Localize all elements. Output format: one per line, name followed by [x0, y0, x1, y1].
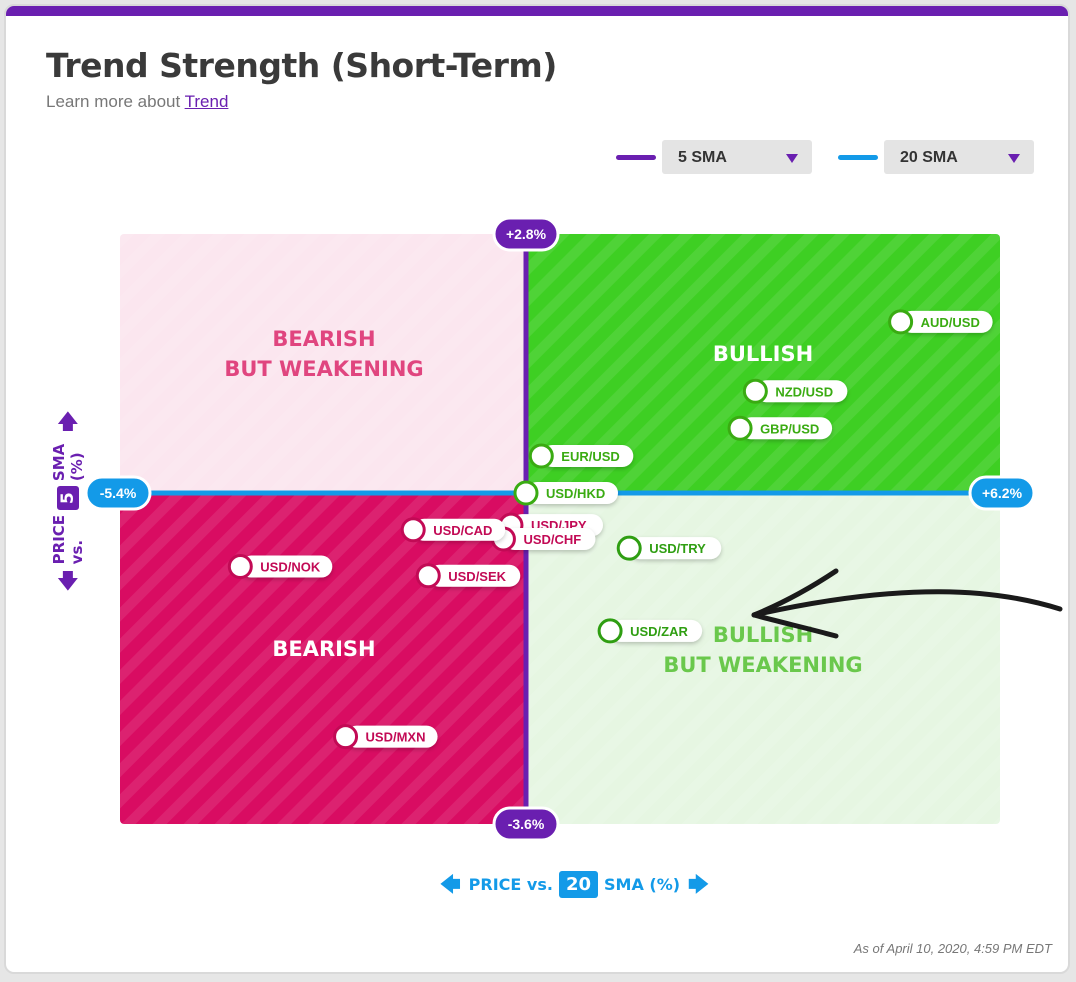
currency-pair-point: USD/SEK: [415, 563, 521, 589]
currency-pair-point: NZD/USD: [742, 378, 848, 404]
arrow-left-icon: 🡄: [440, 872, 461, 896]
pair-label-bg: [428, 564, 521, 587]
x-axis-title-prefix: PRICE vs.: [468, 874, 553, 894]
pair-label-bg: [240, 555, 333, 578]
currency-pair-point: USD/HKD: [513, 480, 618, 506]
x-max-label-pill: [968, 475, 1036, 511]
pair-marker: [400, 517, 426, 543]
timestamp: As of April 10, 2020, 4:59 PM EDT: [853, 941, 1052, 956]
currency-pair-point: USD/ZAR: [597, 618, 703, 644]
sma-long-legend-line: [838, 155, 878, 160]
y-min-label: -3.6%: [508, 816, 545, 832]
currency-pair-point: GBP/USD: [727, 415, 833, 441]
y-axis-sma-number: 5: [57, 486, 79, 510]
pair-label-bg: [541, 445, 634, 467]
y-axis-title-suffix: SMA (%): [50, 443, 86, 482]
sma-short-dropdown-label: 5 SMA: [678, 149, 727, 166]
pair-label-bg: [413, 518, 506, 541]
pair-label: USD/ZAR: [630, 624, 688, 639]
pair-label: USD/CAD: [433, 523, 492, 538]
pair-marker: [528, 443, 554, 469]
pair-marker: [888, 309, 914, 335]
trend-strength-card: Trend Strength (Short-Term) Learn more a…: [4, 4, 1070, 974]
pair-marker: [513, 480, 539, 506]
currency-pair-point: USD/TRY: [616, 535, 722, 561]
x-min-label: -5.4%: [100, 485, 137, 501]
chevron-down-icon: [1008, 154, 1020, 163]
sma-long-dropdown[interactable]: 20 SMA: [884, 140, 1034, 174]
pair-label: GBP/USD: [760, 421, 819, 436]
pair-label: USD/MXN: [366, 730, 426, 745]
pair-marker: [415, 563, 441, 589]
arrow-up-icon: 🡆: [56, 411, 80, 432]
currency-pair-point: USD/CHF: [490, 526, 596, 552]
quadrant-stripes: [120, 493, 526, 824]
quadrant-label: BULLISH: [713, 342, 813, 366]
pair-label: USD/HKD: [546, 486, 605, 501]
pair-marker: [742, 378, 768, 404]
pair-label: NZD/USD: [775, 384, 833, 399]
pair-label: USD/SEK: [448, 569, 506, 584]
currency-pair-point: USD/MXN: [333, 724, 438, 750]
arrow-right-icon: 🡆: [688, 872, 709, 896]
pair-label-bg: [629, 537, 722, 560]
quadrant-stripes: [120, 234, 526, 493]
pair-label-bg: [345, 725, 438, 748]
pair-marker: [227, 554, 253, 580]
y-min-label-pill: [492, 806, 560, 842]
pair-label-bg: [900, 310, 993, 333]
y-axis-title-prefix: PRICE vs.: [50, 514, 86, 565]
pair-label: USD/NOK: [260, 560, 321, 575]
pair-label-bg: [526, 482, 618, 504]
pair-label: USD/TRY: [649, 541, 706, 556]
x-axis-sma-number: 20: [558, 870, 599, 898]
top-accent-bar: [6, 6, 1068, 16]
quadrant-label: BEARISH: [272, 327, 375, 351]
x-max-label: +6.2%: [982, 485, 1023, 501]
pair-marker: [333, 724, 359, 750]
subtitle-text: Learn more about: [46, 92, 181, 111]
sma-short-dropdown[interactable]: 5 SMA: [662, 140, 812, 174]
y-max-label-pill: [492, 216, 560, 252]
y-max-label: +2.8%: [506, 226, 547, 242]
sma-long-dropdown-label: 20 SMA: [900, 149, 958, 166]
pair-label: AUD/USD: [921, 315, 980, 330]
subtitle: Learn more about Trend: [46, 92, 228, 112]
pair-label-bg: [503, 527, 596, 550]
annotation-arrow-head: [751, 568, 839, 639]
pair-label: EUR/USD: [561, 449, 620, 464]
quadrant-label: BUT WEAKENING: [663, 653, 862, 677]
pair-label-bg: [610, 619, 703, 642]
pair-label: USD/CHF: [523, 532, 581, 547]
pair-label-bg: [755, 380, 848, 403]
annotation-arrow-shaft: [751, 589, 1063, 618]
pair-marker: [616, 535, 642, 561]
quadrant-stripes: [526, 493, 1000, 824]
arrow-down-icon: 🡄: [56, 570, 80, 591]
page-title: Trend Strength (Short-Term): [46, 46, 557, 85]
trend-link[interactable]: Trend: [184, 92, 229, 111]
currency-pair-point: USD/NOK: [227, 554, 333, 580]
x-axis-title: 🡄 PRICE vs. 20 SMA (%) 🡆: [440, 864, 709, 904]
sma-short-legend-line: [616, 155, 656, 160]
pair-marker: [597, 618, 623, 644]
currency-pair-point: EUR/USD: [528, 443, 634, 469]
pair-label-bg: [740, 417, 833, 440]
x-min-label-pill: [84, 475, 152, 511]
currency-pair-point: USD/CAD: [400, 517, 506, 543]
quadrant-label: BEARISH: [272, 637, 375, 661]
y-axis-title: 🡄 PRICE vs. 5 SMA (%) 🡆: [50, 411, 86, 591]
x-axis-title-suffix: SMA (%): [604, 874, 681, 894]
chevron-down-icon: [786, 154, 798, 163]
pair-marker: [727, 415, 753, 441]
currency-pair-point: AUD/USD: [888, 309, 993, 335]
quadrant-label: BUT WEAKENING: [224, 357, 423, 381]
